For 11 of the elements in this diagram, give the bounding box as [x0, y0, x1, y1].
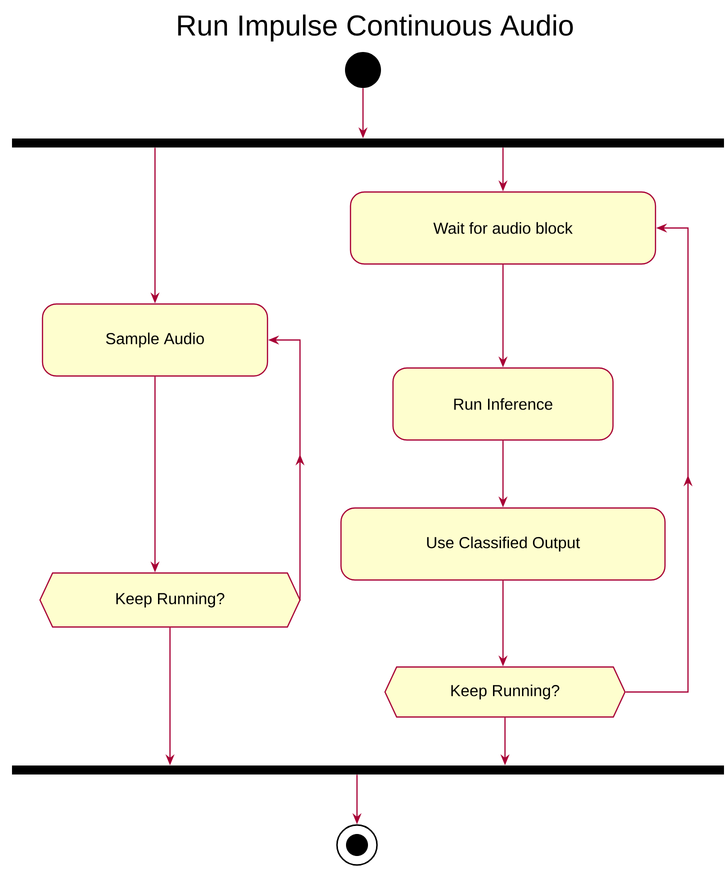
title: Run Impulse Continuous Audio: [178, 14, 573, 42]
activity-box: Run Inference: [392, 367, 614, 441]
decision-hexagon: Keep Running?: [384, 666, 626, 718]
activity-box: Use Classified Output: [340, 507, 666, 581]
activity-box: Wait for audio block: [350, 191, 656, 265]
sync-bar: [12, 766, 724, 774]
activity-box: Sample Audio: [42, 303, 268, 377]
decision-hexagon: Keep Running?: [39, 572, 301, 628]
sync-bar: [12, 138, 724, 148]
end-circle: [336, 824, 378, 866]
start-circle: [345, 52, 381, 88]
